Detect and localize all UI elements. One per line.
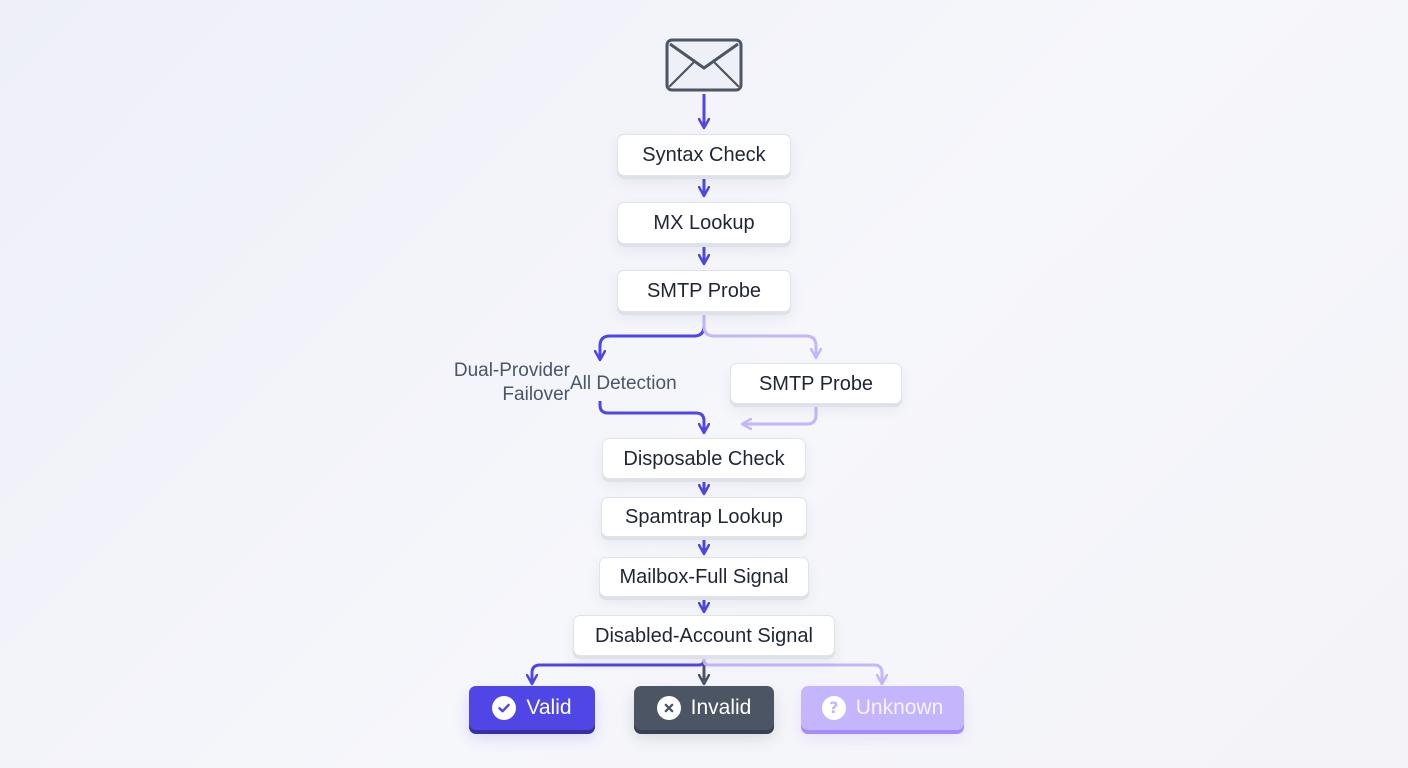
smtp-probe-alt-node: SMTP Probe	[730, 363, 902, 404]
disabled-account-signal-node: Disabled-Account Signal	[573, 615, 835, 656]
unknown-result-label: Unknown	[855, 696, 944, 719]
dual-provider-label: Dual-Provider	[453, 360, 570, 381]
check-circle-icon	[492, 696, 517, 720]
x-circle-icon	[656, 696, 681, 720]
mx-lookup-node: MX Lookup	[617, 202, 791, 244]
unknown-result: ? Unknown	[801, 686, 964, 730]
syntax-check-node: Syntax Check	[617, 134, 791, 176]
failover-label: Failover	[502, 384, 570, 405]
envelope-icon	[664, 37, 744, 93]
connector-disabled-unknown	[702, 656, 882, 684]
invalid-result: Invalid	[634, 686, 774, 730]
spamtrap-lookup-node: Spamtrap Lookup	[601, 497, 807, 537]
connector-left-branch-merge	[598, 401, 704, 433]
question-circle-icon: ?	[821, 696, 846, 720]
mailbox-full-signal-node: Mailbox-Full Signal	[599, 557, 809, 597]
all-detection-label: All Detection	[570, 373, 677, 394]
disposable-check-node: Disposable Check	[602, 438, 806, 479]
invalid-result-label: Invalid	[690, 696, 752, 719]
valid-result-label: Valid	[526, 696, 572, 719]
valid-result: Valid	[469, 686, 595, 730]
connector-smtp-branch-right	[702, 312, 816, 358]
connector-disabled-valid	[532, 656, 706, 684]
connector-right-branch-merge	[742, 404, 818, 424]
smtp-probe-node: SMTP Probe	[617, 270, 791, 312]
connector-smtp-branch-left	[600, 312, 706, 360]
